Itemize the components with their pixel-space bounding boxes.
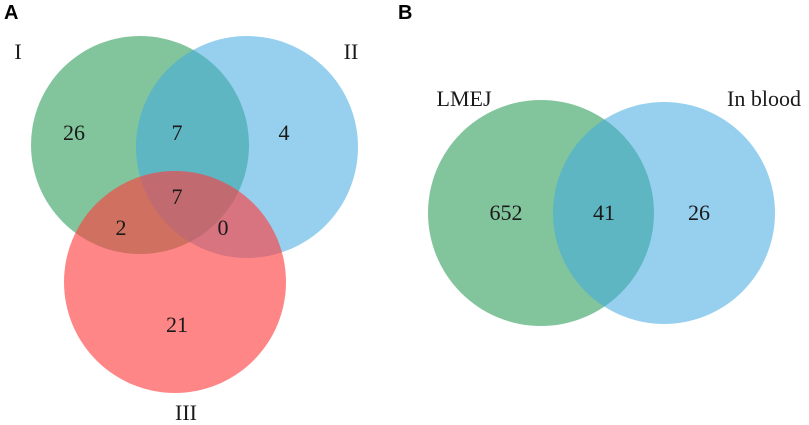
set-label-ii: II <box>344 39 359 64</box>
count-ii-iii: 0 <box>218 215 229 240</box>
count-i-iii: 2 <box>116 215 127 240</box>
set-label-iii: III <box>175 400 197 425</box>
count-only-ii: 4 <box>279 120 290 145</box>
panel-a-letter: A <box>4 2 18 24</box>
venn-circle-in-blood <box>553 102 775 324</box>
count-only-in-blood: 26 <box>688 200 710 225</box>
count-i-ii-iii: 7 <box>172 184 183 209</box>
venn-circle-iii <box>64 171 286 393</box>
set-label-lmej: LMEJ <box>437 86 492 111</box>
set-label-i: I <box>14 39 21 64</box>
count-only-lmej: 652 <box>490 200 523 225</box>
panel-b-letter: B <box>398 2 412 24</box>
count-i-ii: 7 <box>172 120 183 145</box>
count-lmej-in-blood: 41 <box>593 200 615 225</box>
count-only-i: 26 <box>63 120 85 145</box>
panel-b: B LMEJ In blood 652 41 26 <box>398 2 801 326</box>
set-label-in-blood: In blood <box>727 86 801 111</box>
panel-a: A I II III 26 4 21 7 2 0 7 <box>4 2 358 425</box>
count-only-iii: 21 <box>166 312 188 337</box>
